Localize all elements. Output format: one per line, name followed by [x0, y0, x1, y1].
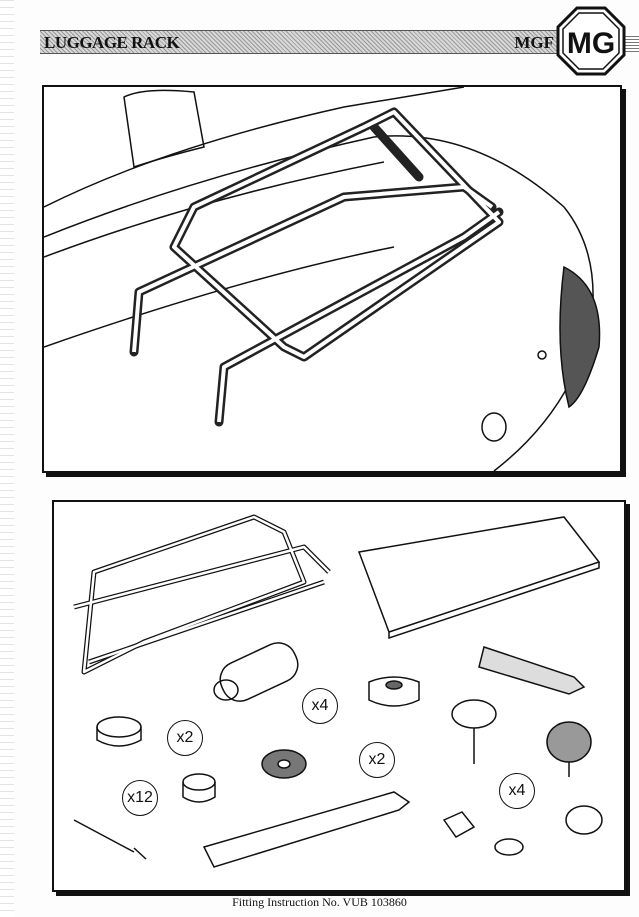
- luggage-rack-part-inner: [73, 515, 330, 674]
- quantity-callout: x4: [302, 688, 338, 724]
- scan-edge: [0, 0, 14, 917]
- quantity-callout: x12: [122, 780, 158, 816]
- rivet-part: [73, 819, 147, 860]
- mg-logo-icon: MG: [556, 6, 626, 76]
- quantity-callout: x2: [167, 720, 203, 756]
- installed-rack-illustration: [42, 85, 622, 473]
- model-name: MGF: [514, 33, 554, 52]
- parts-drawing: [73, 514, 603, 868]
- mounting-board: [357, 516, 601, 633]
- sheet-title: LUGGAGE RACK: [44, 33, 180, 52]
- sealant-tube: [478, 646, 586, 695]
- quantity-callout: x4: [499, 773, 535, 809]
- quantity-callout: x2: [359, 742, 395, 778]
- bracket-part: [202, 791, 411, 868]
- fitting-instruction-number: Fitting Instruction No. VUB 103860: [232, 895, 407, 909]
- parts-kit-illustration: x4 x2 x2 x12 x4: [52, 500, 626, 892]
- svg-text:MG: MG: [567, 27, 615, 60]
- header-banner: LUGGAGE RACK MGF: [40, 30, 560, 54]
- bracket-tube: [213, 642, 299, 702]
- car-boot-rack-drawing: [43, 86, 601, 472]
